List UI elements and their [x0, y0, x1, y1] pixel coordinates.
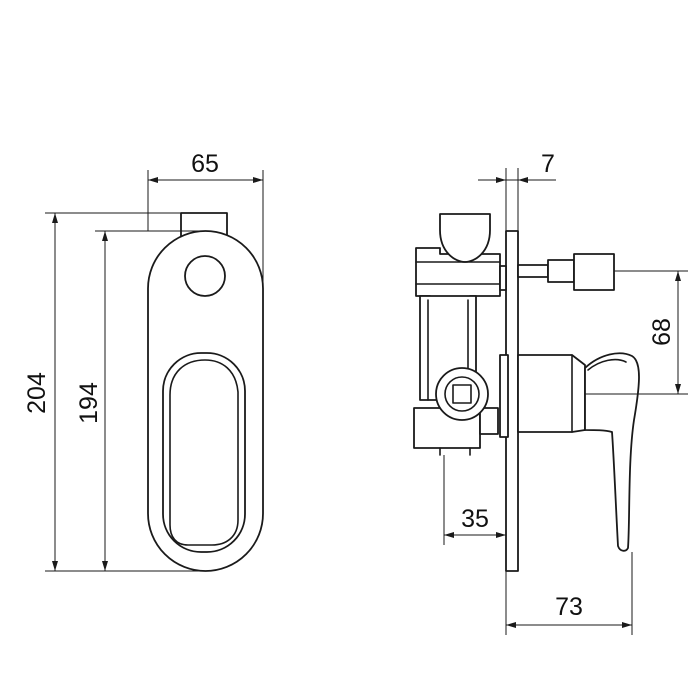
- diverter-knob-side: [573, 253, 615, 291]
- inlet-fitting-square: [452, 384, 472, 404]
- arrow-icon: [444, 532, 454, 538]
- dim-7-label: 7: [541, 150, 555, 178]
- front-view: 65 204 194: [23, 150, 264, 572]
- arrow-icon: [148, 177, 158, 183]
- inlet-fitting-outer: [435, 367, 489, 421]
- plate-step: [499, 354, 509, 438]
- arrow-icon: [675, 384, 681, 394]
- side-view: 7 68 35 73: [413, 150, 688, 635]
- valve-top-connector: [499, 265, 507, 291]
- lever-handle-profile: [584, 352, 640, 552]
- dim-68-label: 68: [648, 318, 676, 346]
- arrow-icon: [496, 532, 506, 538]
- diverter-knob: [184, 255, 226, 297]
- dim-65-label: 65: [191, 150, 219, 178]
- arrow-icon: [622, 622, 632, 628]
- arrow-icon: [52, 213, 58, 223]
- lever-body: [517, 354, 586, 433]
- diverter-spindle: [517, 264, 549, 278]
- diverter-collar: [547, 259, 575, 283]
- arrow-icon: [52, 561, 58, 571]
- arrow-icon: [102, 231, 108, 241]
- dim-73-label: 73: [555, 593, 583, 621]
- inlet-fitting-inner: [444, 376, 480, 412]
- lever-handle-edge: [587, 358, 627, 371]
- arrow-icon: [518, 177, 528, 183]
- lever-handle-face: [169, 359, 239, 546]
- dim-204-label: 204: [23, 372, 51, 414]
- arrow-icon: [506, 622, 516, 628]
- arrow-icon: [253, 177, 263, 183]
- arrow-icon: [496, 177, 506, 183]
- dim-194-label: 194: [75, 382, 103, 424]
- lever-handle: [162, 352, 246, 553]
- arrow-icon: [675, 271, 681, 281]
- dim-35-label: 35: [461, 505, 489, 533]
- valve-bottom-connector: [479, 407, 499, 435]
- arrow-icon: [102, 561, 108, 571]
